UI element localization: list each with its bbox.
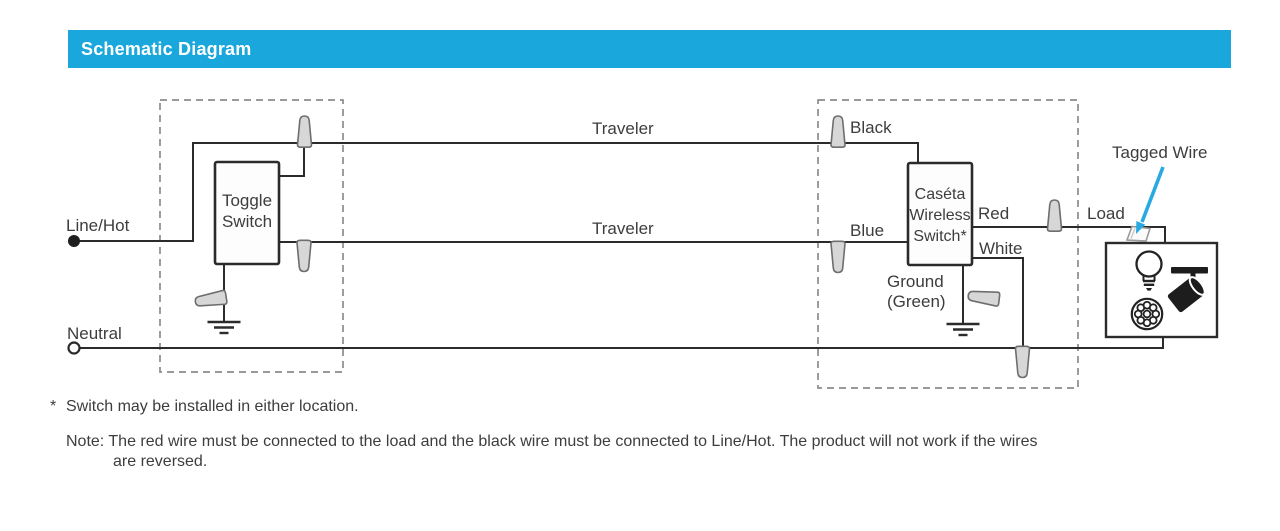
label-black: Black xyxy=(850,118,892,137)
asterisk-mark: * xyxy=(50,398,57,415)
page-title: Schematic Diagram xyxy=(81,38,252,59)
note-line-1: Note: The red wire must be connected to … xyxy=(66,433,1038,450)
wire-nut-icon xyxy=(966,287,1001,308)
wire-nut-icon xyxy=(830,115,846,148)
footnote-note: Note: The red wire must be connected to … xyxy=(50,432,1037,472)
label-red: Red xyxy=(978,204,1010,223)
label-caseta-wireless-switch: Caséta Wireless Switch* xyxy=(909,186,971,245)
label-line-hot: Line/Hot xyxy=(66,216,130,235)
footnote-asterisk-text: Switch may be installed in either locati… xyxy=(66,398,359,415)
label-neutral: Neutral xyxy=(67,324,122,343)
label-toggle-switch: Toggle Switch xyxy=(221,191,273,231)
track-light-icon xyxy=(1167,267,1208,313)
wire-toggle-to-nut xyxy=(279,142,305,177)
note-line-2: are reversed. xyxy=(113,453,208,470)
label-white: White xyxy=(979,239,1023,258)
footnote-asterisk: * Switch may be installed in either loca… xyxy=(50,397,1037,417)
label-load: Load xyxy=(1087,204,1125,223)
label-ground-green: Ground (Green) xyxy=(887,272,946,311)
footnotes: * Switch may be installed in either loca… xyxy=(50,397,1037,472)
light-bulb-icon xyxy=(1135,250,1163,291)
line-hot-terminal-dot xyxy=(68,235,80,247)
dashed-box-switch-location-2 xyxy=(817,99,1079,389)
section-header-bar: Schematic Diagram xyxy=(68,30,1231,68)
wire-nut-icon xyxy=(830,240,846,274)
wire-nut-icon xyxy=(1046,199,1063,232)
ground-symbol-icon xyxy=(206,320,242,335)
toggle-switch-box xyxy=(213,160,281,266)
neutral-terminal-circle xyxy=(67,341,81,355)
label-tagged-wire: Tagged Wire xyxy=(1112,143,1208,162)
wire-nut-icon xyxy=(1014,345,1031,379)
caseta-switch-box xyxy=(906,161,974,267)
wire-red-load xyxy=(972,226,1166,244)
pointer-arrow xyxy=(1136,166,1165,234)
wire-tag-fold xyxy=(1130,228,1136,239)
wire-nut-icon xyxy=(296,115,313,148)
wire-white xyxy=(972,257,1024,348)
wire-line-hot-traveler-top xyxy=(74,142,919,242)
label-traveler-top: Traveler xyxy=(592,119,654,138)
dashed-box-switch-location-1 xyxy=(159,99,344,373)
ground-symbol-icon xyxy=(945,322,981,337)
wire-nut-icon xyxy=(296,239,312,273)
wire-tag xyxy=(1125,225,1152,242)
led-module-icon xyxy=(1130,297,1164,331)
wire-nut-icon xyxy=(193,289,229,310)
label-blue: Blue xyxy=(850,221,885,240)
label-traveler-bottom: Traveler xyxy=(592,219,654,238)
